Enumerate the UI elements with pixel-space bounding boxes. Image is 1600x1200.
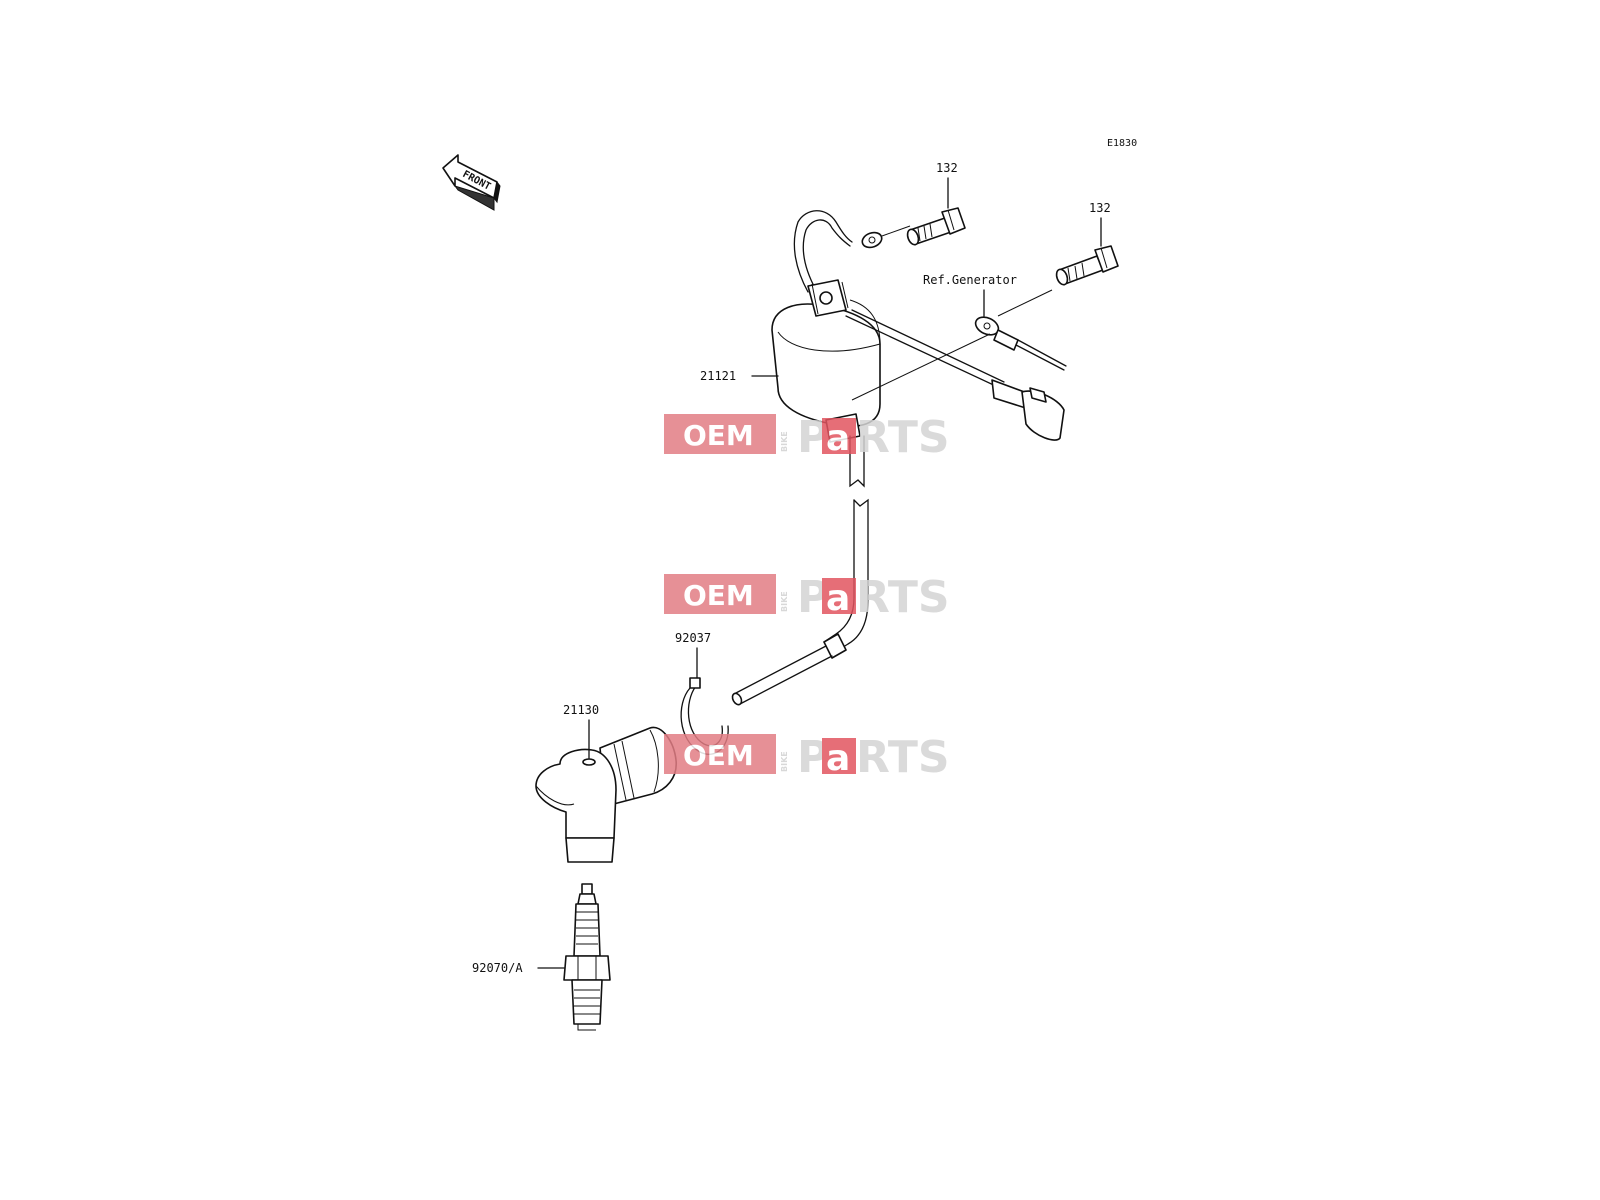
callout-bolt-132-right: 132 xyxy=(1089,201,1111,215)
front-arrow-icon: FRONT xyxy=(442,154,501,211)
ref-generator-label: Ref.Generator xyxy=(923,273,1017,287)
watermark-middle: OEM BIKE P a RTS xyxy=(664,572,950,623)
bolt-132-right[interactable] xyxy=(1055,245,1119,286)
callout-bolt-132-upper: 132 xyxy=(936,161,958,175)
svg-text:OEM: OEM xyxy=(683,419,754,452)
coil-ground-wire xyxy=(793,210,883,293)
svg-text:OEM: OEM xyxy=(683,739,754,772)
callout-spark-plug: 92070/A xyxy=(472,961,523,975)
callout-ignition-coil: 21121 xyxy=(700,369,736,383)
generator-ring-terminal[interactable] xyxy=(973,314,1067,371)
svg-text:RTS: RTS xyxy=(856,572,950,623)
callout-plug-cap: 21130 xyxy=(563,703,599,717)
coil-primary-wire-connector[interactable] xyxy=(845,309,1065,441)
svg-text:BIKE: BIKE xyxy=(780,431,789,452)
callout-clamp: 92037 xyxy=(675,631,711,645)
svg-text:OEM: OEM xyxy=(683,579,754,612)
high-tension-lead xyxy=(731,435,869,706)
svg-text:a: a xyxy=(826,418,850,459)
watermark-top: OEM BIKE P a RTS xyxy=(664,412,950,463)
svg-text:a: a xyxy=(826,578,850,619)
svg-text:RTS: RTS xyxy=(856,412,950,463)
svg-text:BIKE: BIKE xyxy=(780,751,789,772)
svg-text:a: a xyxy=(826,738,850,779)
svg-text:RTS: RTS xyxy=(856,732,950,783)
spark-plug-92070[interactable] xyxy=(563,883,611,1031)
svg-text:BIKE: BIKE xyxy=(780,591,789,612)
spark-plug-cap-21130[interactable] xyxy=(535,726,677,863)
diagram-code: E1830 xyxy=(1107,138,1137,149)
watermark-bottom: OEM BIKE P a RTS xyxy=(664,732,950,783)
bolt-132-upper[interactable] xyxy=(906,207,966,246)
